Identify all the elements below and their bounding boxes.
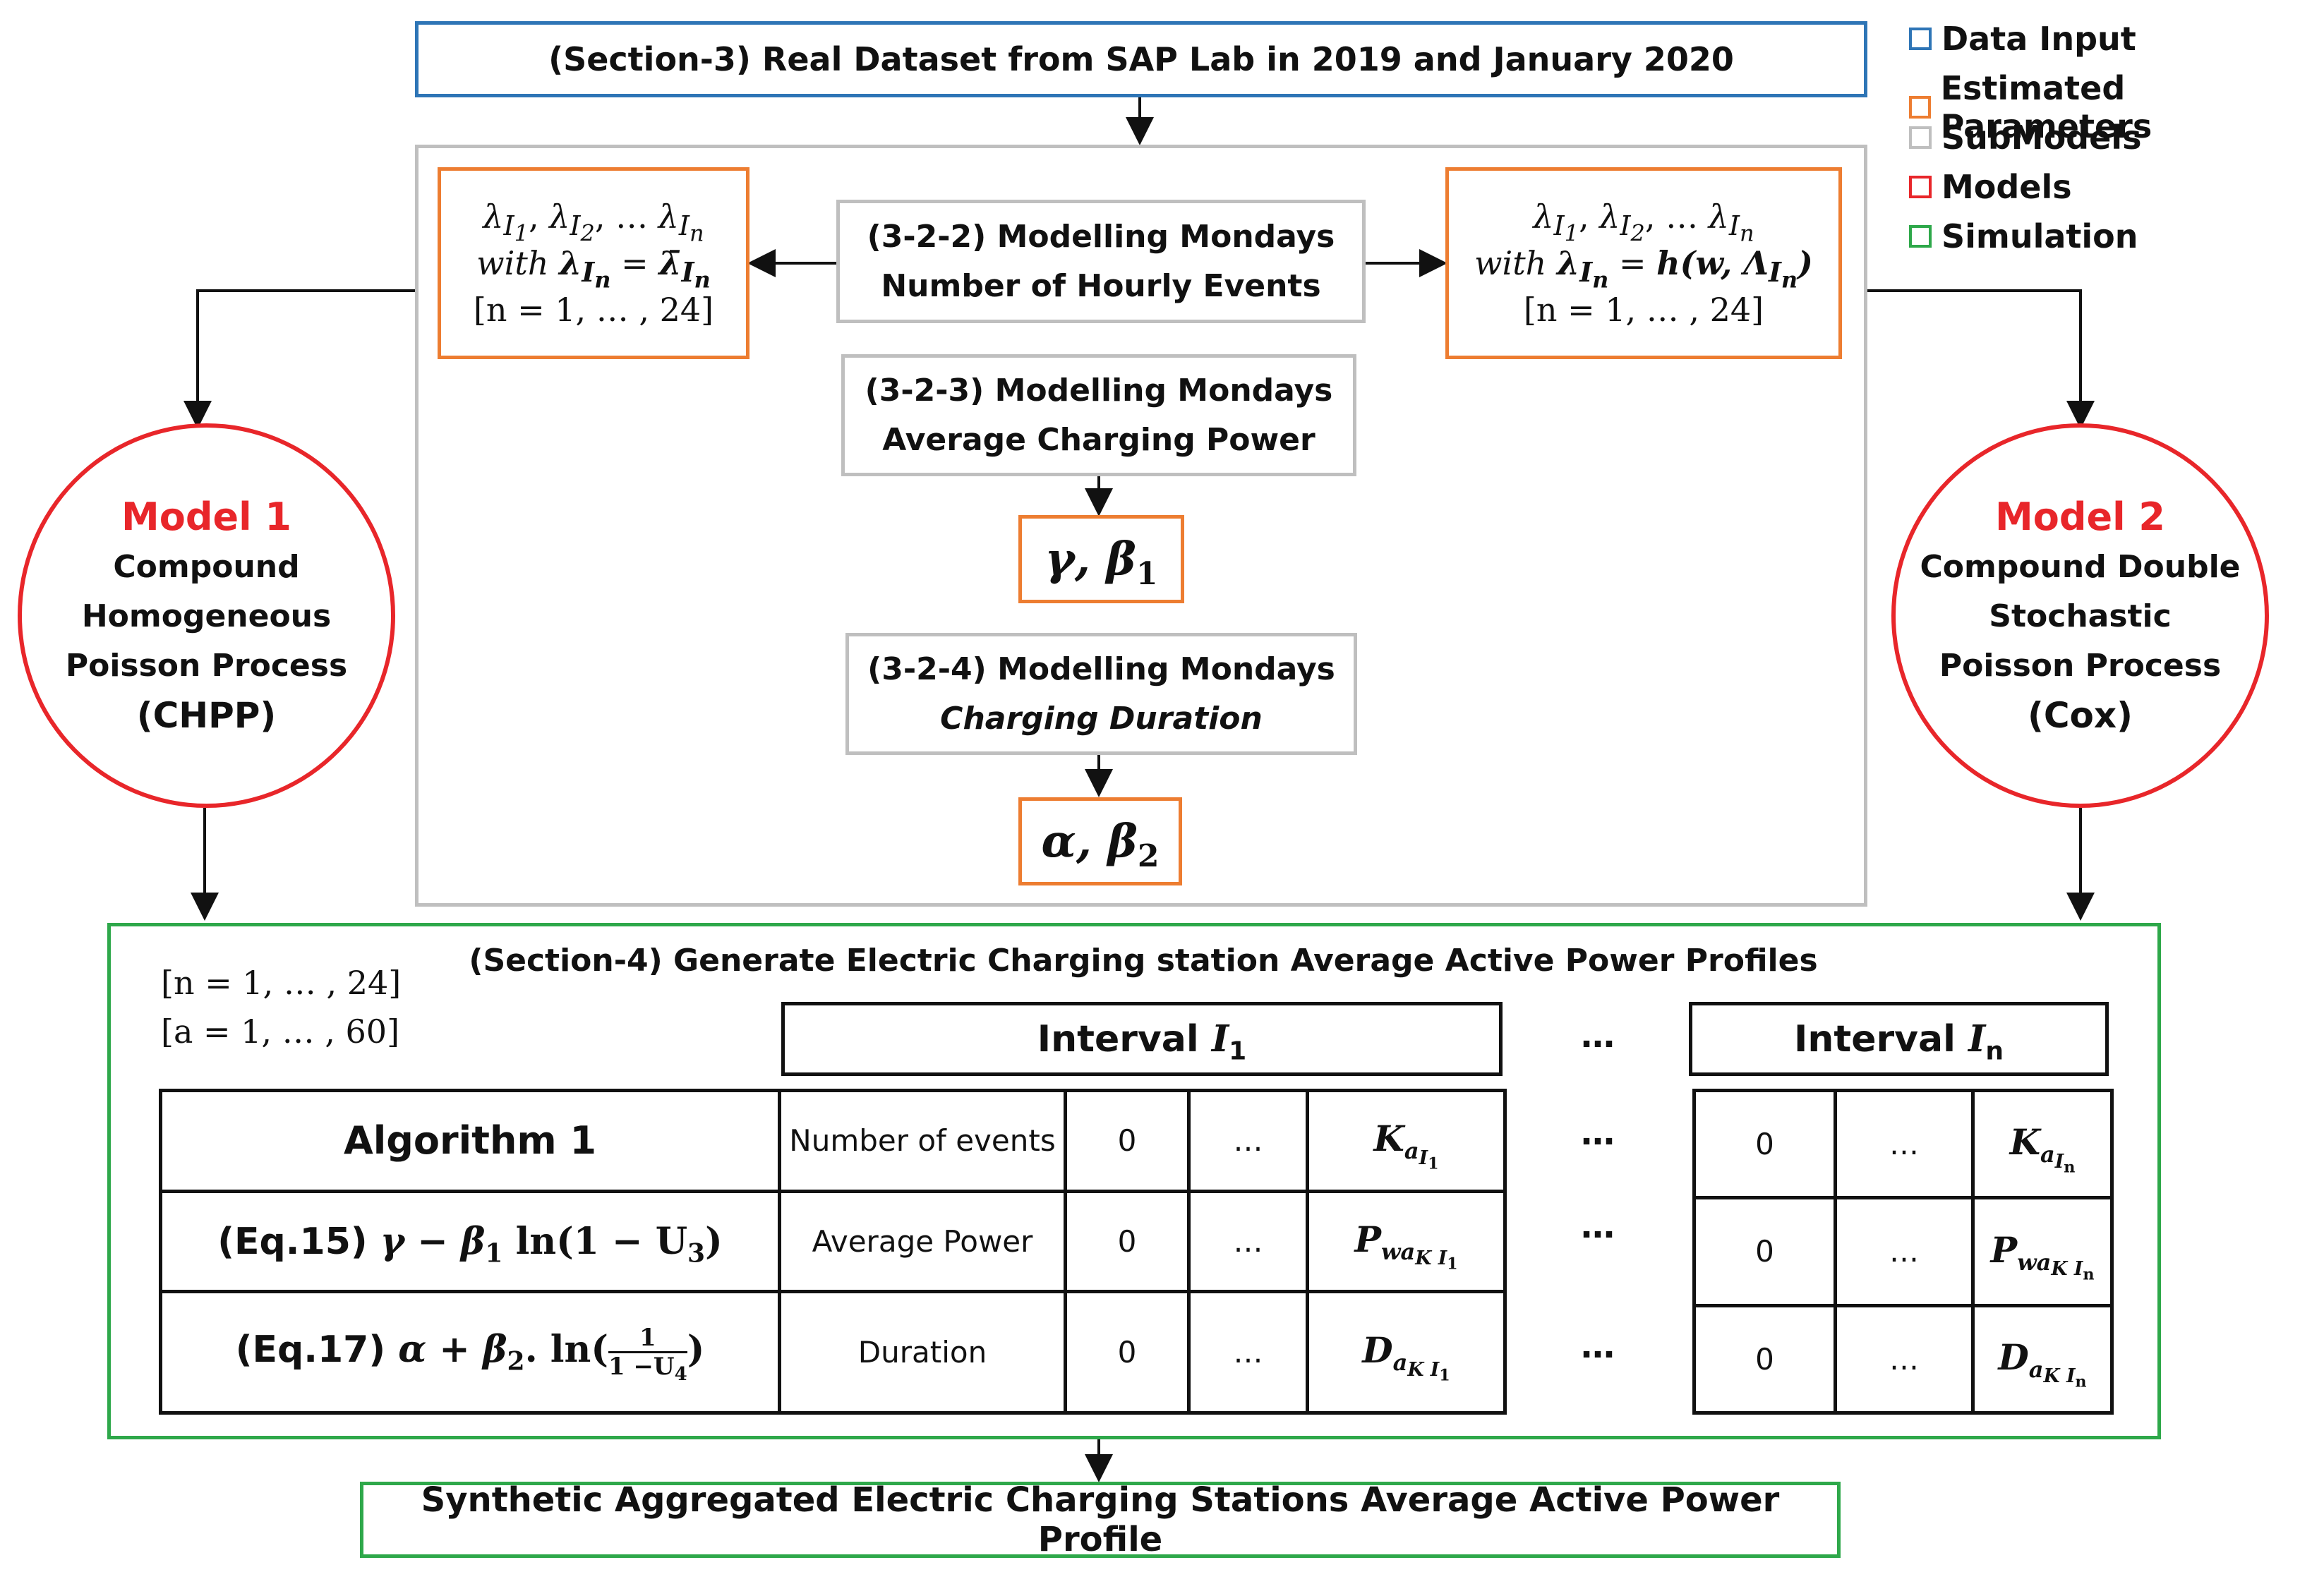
cell-d-in: DaK In	[1971, 1303, 2114, 1415]
range-n: [n = 1, … , 24]	[161, 964, 402, 1002]
cell-p-i1: PwaK I1	[1306, 1189, 1507, 1294]
row-label-events: Number of events	[778, 1089, 1067, 1193]
row-label-power: Average Power	[778, 1189, 1067, 1294]
model1-circle: Model 1 Compound Homogeneous Poisson Pro…	[18, 423, 395, 808]
cell-k-i1: KaI1	[1306, 1089, 1507, 1193]
eq15-formula: (Eq.15) γ − β1 ln(1 − U3)	[159, 1189, 781, 1294]
legend-swatch-green	[1909, 225, 1932, 248]
param-alpha-beta2: α, β2	[1018, 797, 1182, 885]
lambda-list: λI1, λI2, … λIn	[483, 198, 704, 247]
algorithm-table: Algorithm 1 Number of events 0 … KaI1 (E…	[159, 1089, 1507, 1415]
arrow-to-model2	[1867, 289, 2095, 429]
table-row: 0 … DaK In	[1692, 1303, 2114, 1415]
cell-k-in: KaIn	[1971, 1088, 2114, 1200]
interval-n-table: 0 … KaIn 0 … PwaK In 0 … DaK In	[1692, 1088, 2114, 1415]
legend-swatch-blue	[1909, 28, 1932, 50]
cell-p-in: PwaK In	[1971, 1196, 2114, 1307]
submodel-charging-duration: (3-2-4) Modelling Mondays Charging Durat…	[845, 633, 1357, 755]
table-row: 0 … KaIn	[1692, 1088, 2114, 1200]
legend-item-estimated: Estimated Parameters	[1909, 69, 2324, 145]
lambda-list-right: λI1, λI2, … λIn	[1533, 198, 1754, 247]
table-row: 0 … PwaK In	[1692, 1196, 2114, 1307]
model1-title: Model 1	[121, 494, 291, 539]
legend-swatch-red	[1909, 176, 1932, 198]
lambda-definition: with λIn = λ̄In	[476, 244, 711, 294]
row-gap-dots-1: …	[1581, 1113, 1615, 1153]
row-gap-dots-2: …	[1581, 1207, 1615, 1246]
param-gamma-beta1: γ, β1	[1018, 515, 1184, 603]
legend-item-data-input: Data Input	[1909, 20, 2136, 58]
submodels-container	[415, 145, 1867, 907]
row-label-duration: Duration	[778, 1290, 1067, 1415]
legend-item-models: Models	[1909, 168, 2072, 206]
dataset-label: (Section-3) Real Dataset from SAP Lab in…	[548, 40, 1734, 78]
table-row: Algorithm 1 Number of events 0 … KaI1	[159, 1089, 1507, 1193]
interval-gap-dots: …	[1581, 1016, 1615, 1056]
legend-item-submodels: SubModels	[1909, 119, 2141, 157]
output-box: Synthetic Aggregated Electric Charging S…	[360, 1480, 1841, 1559]
lambda-cox-box: λI1, λI2, … λIn with λIn = h(w, ΛIn) [n …	[1445, 167, 1842, 359]
algorithm-label: Algorithm 1	[159, 1089, 781, 1193]
cell-d-i1: DaK I1	[1306, 1290, 1507, 1415]
lambda-range: [n = 1, … , 24]	[473, 291, 714, 329]
arrow-to-model1	[183, 289, 415, 429]
lambda-definition-right: with λIn = h(w, ΛIn)	[1474, 244, 1813, 294]
dataset-box: (Section-3) Real Dataset from SAP Lab in…	[415, 21, 1867, 97]
submodel-average-power: (3-2-3) Modelling Mondays Average Chargi…	[841, 354, 1356, 476]
legend-swatch-gray	[1909, 126, 1932, 149]
section4-container	[107, 923, 2161, 1439]
lambda-homogeneous-box: λI1, λI2, … λIn with λIn = λ̄In [n = 1, …	[438, 167, 749, 359]
interval-1-header: Interval I1	[781, 1002, 1503, 1076]
model2-circle: Model 2 Compound Double Stochastic Poiss…	[1891, 423, 2269, 808]
legend-item-simulation: Simulation	[1909, 217, 2138, 255]
submodel-hourly-events: (3-2-2) Modelling Mondays Number of Hour…	[836, 200, 1366, 323]
model2-title: Model 2	[1995, 494, 2165, 539]
row-gap-dots-3: …	[1581, 1326, 1615, 1366]
interval-n-header: Interval In	[1689, 1002, 2109, 1076]
section4-title: (Section-4) Generate Electric Charging s…	[469, 943, 1818, 979]
lambda-range-right: [n = 1, … , 24]	[1523, 291, 1764, 329]
range-a: [a = 1, … , 60]	[161, 1012, 400, 1051]
legend-swatch-orange	[1909, 96, 1931, 119]
table-row: (Eq.15) γ − β1 ln(1 − U3) Average Power …	[159, 1189, 1507, 1294]
output-label: Synthetic Aggregated Electric Charging S…	[421, 1480, 1780, 1559]
